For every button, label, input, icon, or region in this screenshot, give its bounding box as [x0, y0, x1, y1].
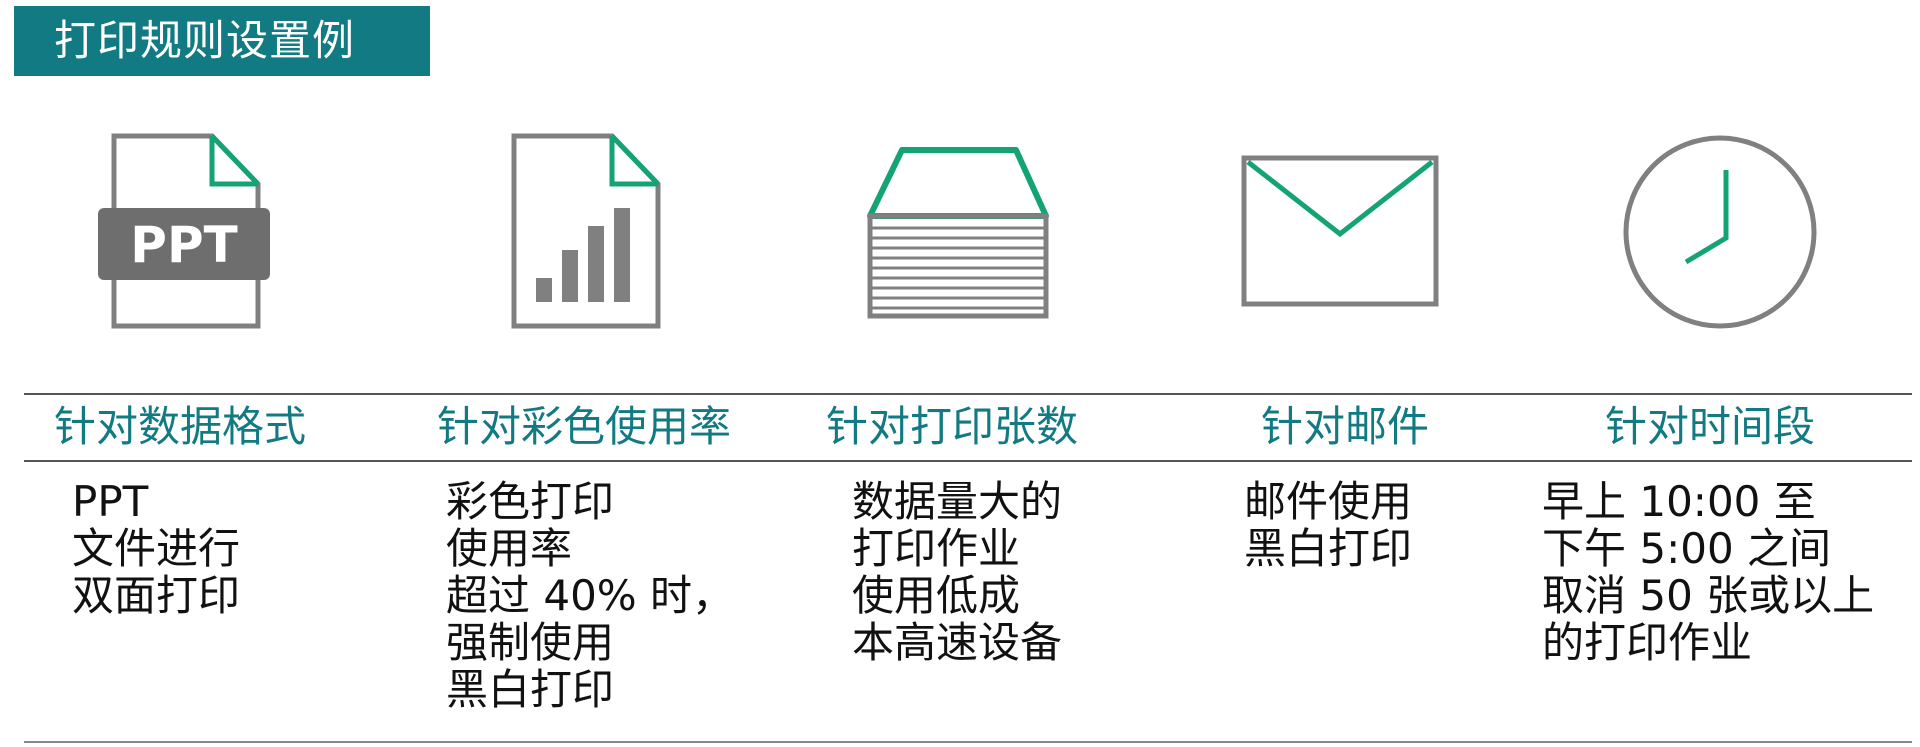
envelope-icon: [1241, 155, 1439, 307]
header-color-usage: 针对彩色使用率: [436, 402, 731, 451]
body-color-usage: 彩色打印 使用率 超过 40% 时， 强制使用 黑白打印: [446, 478, 734, 713]
body-line: 超过 40% 时，: [446, 571, 735, 620]
body-line: 彩色打印: [446, 477, 615, 526]
body-line: 打印作业: [852, 524, 1021, 573]
body-line: 邮件使用: [1244, 477, 1413, 526]
table-top-rule: [24, 393, 1912, 395]
header-time-period: 针对时间段: [1604, 402, 1815, 451]
body-time-period: 早上 10:00 至 下午 5:00 之间 取消 50 张或以上 的打印作业: [1542, 478, 1874, 666]
table-bottom-rule: [24, 741, 1912, 743]
body-email: 邮件使用 黑白打印: [1244, 478, 1412, 572]
body-line: 文件进行: [72, 524, 241, 573]
chart-bar: [536, 278, 552, 302]
chart-bar: [562, 250, 578, 302]
body-line: 取消 50 张或以上: [1542, 571, 1875, 620]
body-data-format: PPT 文件进行 双面打印: [72, 478, 240, 619]
clock-icon: [1623, 135, 1817, 329]
body-line: 使用率: [446, 524, 573, 573]
bar-chart-file-icon: [511, 133, 661, 329]
ppt-badge: PPT: [130, 216, 237, 274]
paper-stack-icon: [867, 147, 1049, 319]
chart-bar: [588, 226, 604, 302]
body-line: 双面打印: [72, 571, 241, 620]
body-line: 强制使用: [446, 618, 615, 667]
body-line: 的打印作业: [1542, 618, 1753, 667]
body-line: PPT: [72, 477, 149, 526]
header-page-count: 针对打印张数: [825, 402, 1078, 451]
header-data-format: 针对数据格式: [53, 402, 306, 451]
header-divider: [24, 460, 1912, 462]
page-title: 打印规则设置例: [14, 6, 430, 76]
body-line: 黑白打印: [1244, 524, 1413, 573]
header-email: 针对邮件: [1260, 402, 1429, 451]
chart-bar: [614, 208, 630, 302]
body-line: 数据量大的: [852, 477, 1063, 526]
body-line: 黑白打印: [446, 665, 615, 714]
ppt-file-icon: PPT: [98, 133, 270, 329]
body-line: 下午 5:00 之间: [1542, 524, 1832, 573]
body-page-count: 数据量大的 打印作业 使用低成 本高速设备: [852, 478, 1062, 666]
body-line: 使用低成: [852, 571, 1021, 620]
body-line: 早上 10:00 至: [1542, 477, 1816, 526]
body-line: 本高速设备: [852, 618, 1063, 667]
